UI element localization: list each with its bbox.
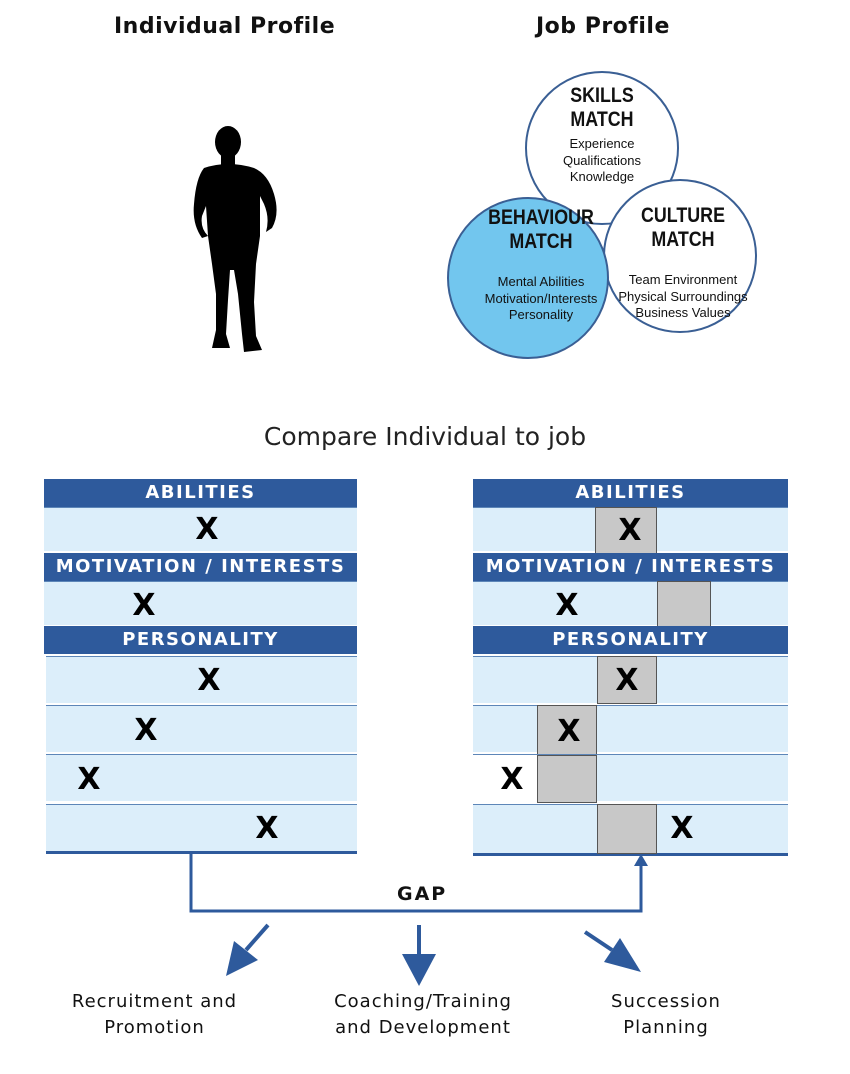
arrow-down-right-icon [583,930,641,972]
personality-row [46,705,357,752]
motivation-mark: X [555,588,579,623]
motivation-mark: X [132,588,156,623]
outcome-coaching: Coaching/Training and Development [334,991,512,1038]
skills-match-line-3: Knowledge [569,169,635,184]
abilities-mark: X [618,513,642,548]
abilities-mark: X [195,512,219,547]
personality-mark-4: X [255,811,279,846]
motivation-header: MOTIVATION / INTERESTS [473,553,788,581]
personality-mark-3: X [77,762,101,797]
behaviour-match-heading: BEHAVIOUR MATCH [488,206,594,253]
behaviour-match-line-3: Personality [508,307,574,322]
personality-mark-1: X [197,663,221,698]
outcome-recruitment: Recruitment and Promotion [71,991,238,1038]
abilities-job-range [595,507,657,554]
personality-mark-3: X [500,762,524,797]
compare-heading: Compare Individual to job [263,422,587,451]
abilities-header: ABILITIES [44,479,357,507]
personality-job-range-4 [597,804,657,854]
skills-match-line-2: Qualifications [562,152,642,168]
culture-match-heading: CULTURE MATCH [641,204,725,251]
person-silhouette-icon [193,126,277,352]
behaviour-match-line-2: Motivation/Interests [484,290,598,306]
culture-match-line-1: Team Environment [628,272,738,287]
skills-match-line-1: Experience [569,136,635,151]
personality-row [46,656,357,703]
motivation-row [473,581,788,625]
personality-mark-2: X [557,714,581,749]
personality-mark-2: X [134,713,158,748]
personality-outside-range [473,755,537,801]
motivation-row [44,581,357,625]
personality-job-range-3 [537,755,597,803]
personality-row [46,754,357,801]
personality-mark-1: X [615,663,639,698]
personality-row [473,705,788,752]
personality-mark-4: X [670,811,694,846]
culture-match-line-2: Physical Surroundings [618,288,748,304]
individual-profile-title: Individual Profile [114,14,336,39]
outcome-succession: Succession Planning [611,991,721,1038]
abilities-row [44,507,357,551]
skills-match-text: SKILLS MATCH Experience Qualifications K… [532,84,672,186]
skills-match-heading: SKILLS MATCH [570,84,634,131]
venn-diagram [447,71,757,359]
personality-header: PERSONALITY [473,626,788,654]
behaviour-match-line-1: Mental Abilities [497,274,585,289]
personality-row [46,804,357,854]
personality-header: PERSONALITY [44,626,357,654]
job-profile-title: Job Profile [536,14,670,39]
behaviour-match-text: BEHAVIOUR MATCH Mental Abilities Motivat… [466,206,616,324]
arrow-down-icon [402,925,436,986]
arrow-down-left-icon [226,923,270,976]
abilities-header: ABILITIES [473,479,788,507]
motivation-header: MOTIVATION / INTERESTS [44,553,357,581]
personality-job-range-1 [597,656,657,704]
behaviour-circle [447,197,609,359]
culture-match-text: CULTURE MATCH Team Environment Physical … [608,204,758,322]
gap-label: GAP [397,883,448,905]
motivation-job-range [657,581,711,627]
culture-match-line-3: Business Values [635,305,731,320]
gap-arrowhead-icon [634,854,648,866]
skills-circle [525,71,679,225]
